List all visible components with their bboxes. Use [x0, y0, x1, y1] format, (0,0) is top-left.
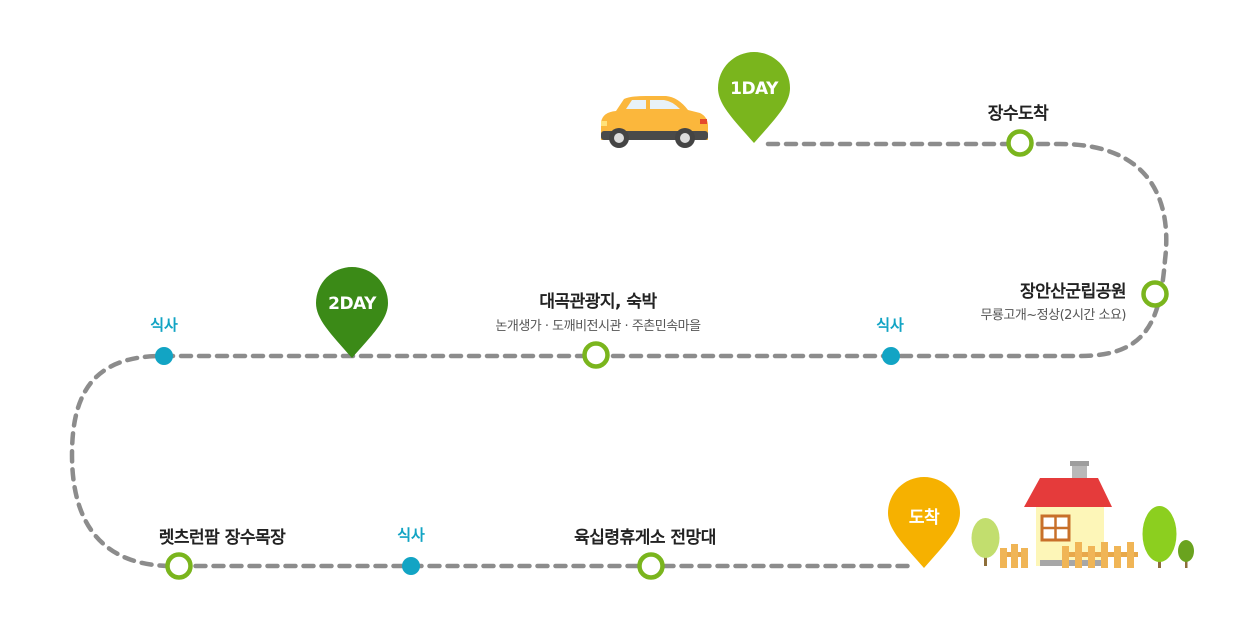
pin-day2-label: 2DAY [328, 294, 376, 314]
pin-arrive-label: 도착 [908, 508, 940, 528]
stop-sub-daegok: 논개생가 · 도깨비전시관 · 주촌민속마을 [495, 319, 701, 334]
stop-label-rest-area: 육십령휴게소 전망대 [574, 528, 716, 548]
stop-ring-farm [165, 552, 193, 580]
stop-ring-rest-area [637, 552, 665, 580]
meal-dot-3 [402, 557, 420, 575]
stop-label-farm: 렛츠런팜 장수목장 [158, 528, 286, 548]
stop-ring-daegok [582, 341, 610, 369]
car-icon [601, 96, 708, 148]
meal-label-3: 식사 [397, 526, 425, 544]
pin-arrive-icon [888, 477, 960, 568]
pin-day1-label: 1DAY [730, 79, 778, 99]
stop-ring-jangsu-arrival [1006, 129, 1034, 157]
pin-day1-icon [718, 52, 790, 143]
pin-day2-icon [316, 267, 388, 358]
route-path [69, 141, 1169, 569]
meal-label-2: 식사 [150, 316, 178, 334]
stop-label-daegok: 대곡관광지, 숙박 [539, 292, 657, 312]
stop-label-jangan-park: 장안산군립공원 [1020, 282, 1126, 302]
stop-ring-jangan-park [1141, 280, 1169, 308]
stop-sub-jangan-park: 무룡고개~정상(2시간 소요) [980, 308, 1126, 323]
meal-dot-2 [155, 347, 173, 365]
meal-dot-1 [882, 347, 900, 365]
fence-icon [1000, 542, 1138, 568]
tree-icon [971, 506, 1194, 568]
stop-label-jangsu-arrival: 장수도착 [987, 104, 1049, 124]
meal-label-1: 식사 [876, 316, 904, 334]
house-icon [1024, 461, 1112, 566]
